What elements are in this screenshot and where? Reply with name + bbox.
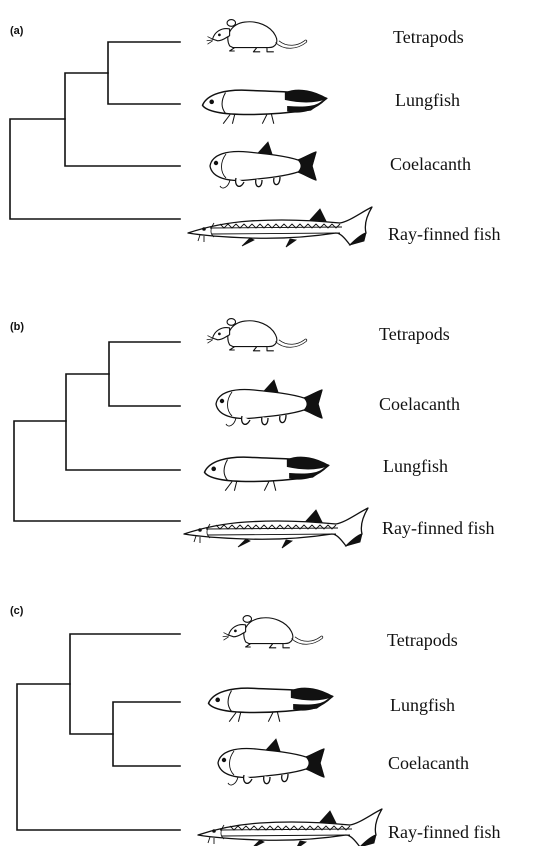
lungfish-icon bbox=[209, 688, 333, 722]
taxon-label: Lungfish bbox=[395, 90, 460, 110]
ray-finned-fish-icon bbox=[198, 809, 382, 846]
taxon-label: Coelacanth bbox=[388, 753, 469, 773]
panel-c-label: (c) bbox=[10, 605, 24, 617]
panel-b: (b) Tetrapods Coelacanth Lungfish Ray-fi… bbox=[10, 319, 494, 548]
lungfish-icon bbox=[205, 457, 329, 491]
taxon-label: Tetrapods bbox=[379, 324, 450, 344]
taxon-label: Ray-finned fish bbox=[382, 518, 494, 538]
coelacanth-icon bbox=[218, 739, 324, 785]
taxon-label: Tetrapods bbox=[393, 27, 464, 47]
taxon-label: Lungfish bbox=[383, 456, 448, 476]
taxon-label: Coelacanth bbox=[379, 394, 460, 414]
taxon-label: Ray-finned fish bbox=[388, 224, 500, 244]
tetrapod-mouse-icon bbox=[207, 20, 307, 52]
cladogram-c bbox=[17, 634, 180, 830]
ray-finned-fish-icon bbox=[184, 508, 368, 548]
tetrapod-mouse-icon bbox=[207, 319, 307, 351]
coelacanth-icon bbox=[210, 142, 316, 188]
tetrapod-mouse-icon bbox=[223, 616, 323, 648]
cladogram-b bbox=[14, 342, 180, 521]
lungfish-icon bbox=[203, 90, 327, 124]
panel-a-label: (a) bbox=[10, 25, 24, 37]
ray-finned-fish-icon bbox=[188, 207, 372, 247]
coelacanth-icon bbox=[216, 380, 322, 426]
taxon-label: Tetrapods bbox=[387, 630, 458, 650]
panel-c: (c) Tetrapods Lungfish Coelacanth Ray-fi… bbox=[10, 605, 500, 846]
panel-b-label: (b) bbox=[10, 321, 24, 333]
taxon-label: Ray-finned fish bbox=[388, 822, 500, 842]
taxon-label: Lungfish bbox=[390, 695, 455, 715]
panel-a: (a) Tetrapods Lungfish Coelacanth Ray-fi… bbox=[10, 20, 500, 247]
taxon-label: Coelacanth bbox=[390, 154, 471, 174]
cladogram-a bbox=[10, 42, 180, 219]
